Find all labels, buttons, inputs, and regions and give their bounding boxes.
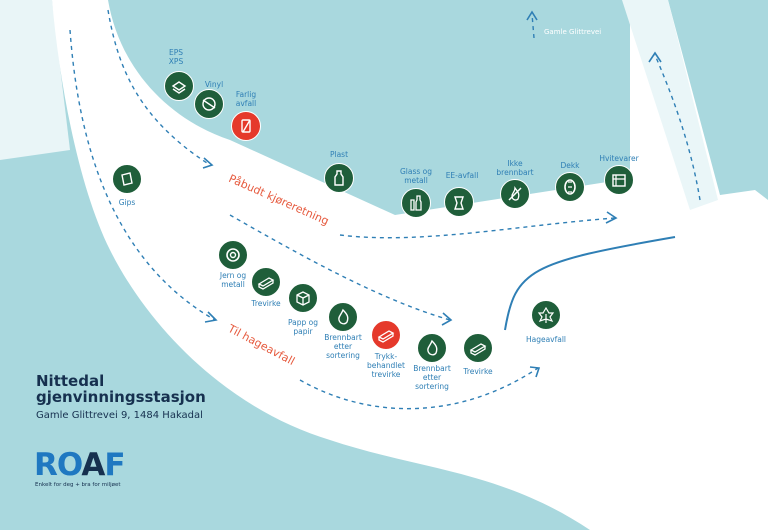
route-middle: [229, 214, 451, 321]
station-label: Vinyl: [204, 80, 224, 89]
station-label: Jern og metall: [219, 271, 247, 289]
station-label: Brennbart etter sortering: [324, 333, 362, 360]
leaf-icon: [531, 300, 561, 330]
station-label: Trevirke: [251, 299, 281, 308]
route-exit: [654, 54, 701, 201]
bottle-icon: [324, 163, 354, 193]
vinyl-icon: [194, 89, 224, 119]
appliance-icon: [444, 187, 474, 217]
wood-icon: [251, 267, 281, 297]
station-label: Gips: [118, 198, 136, 207]
station-label: Glass og metall: [399, 167, 433, 185]
left-strip: [0, 0, 70, 160]
station-label: Farlig avfall: [235, 90, 257, 108]
treated-wood-icon: [371, 320, 401, 350]
station-label: EPS XPS: [168, 48, 184, 66]
box-icon: [288, 283, 318, 313]
route-road: [531, 13, 535, 39]
glass-icon: [401, 188, 431, 218]
station-label: Hvitevarer: [599, 154, 639, 163]
plaster-icon: [112, 164, 142, 194]
route-outer: [69, 29, 216, 321]
no-fire-icon: [500, 179, 530, 209]
station-label: Ikke brennbart: [496, 159, 534, 177]
fire-icon: [417, 333, 447, 363]
stack-icon: [164, 71, 194, 101]
curb-line: [504, 236, 676, 331]
fridge-icon: [604, 165, 634, 195]
roaf-logo: ROAF: [34, 447, 126, 483]
wood-icon: [463, 333, 493, 363]
address: Gamle Glittrevei 9, 1484 Hakadal: [36, 410, 203, 421]
tire-icon: [555, 172, 585, 202]
station-label: Hageavfall: [525, 335, 567, 344]
page-title: Nittedal gjenvinningsstasjon: [36, 372, 206, 406]
paved-area: [52, 0, 768, 530]
fire-icon: [328, 302, 358, 332]
station-label: Brennbart etter sortering: [413, 364, 451, 391]
station-label: EE-avfall: [445, 171, 479, 180]
metal-icon: [218, 240, 248, 270]
station-label: Plast: [329, 150, 349, 159]
right-road: [622, 0, 718, 210]
route-inner: [107, 9, 211, 166]
station-label: Trykk- behandlet trevirke: [367, 352, 405, 379]
station-label: Trevirke: [463, 367, 493, 376]
hazard-icon: [231, 111, 261, 141]
station-label: Dekk: [560, 161, 580, 170]
station-label: Papp og papir: [287, 318, 319, 336]
route-bottom: [299, 367, 539, 410]
logo-slogan: Enkelt for deg + bra for miljøet: [35, 482, 121, 488]
road-label: Gamle Glittrevei: [544, 28, 602, 36]
